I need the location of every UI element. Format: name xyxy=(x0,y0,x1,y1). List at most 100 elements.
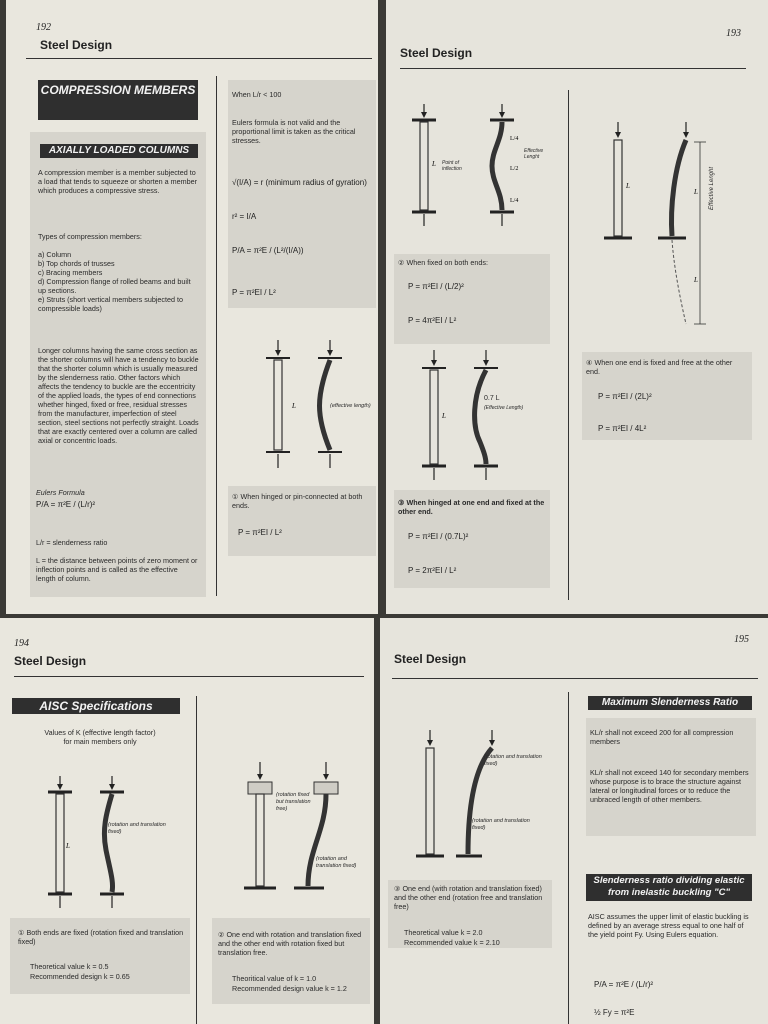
case-2-theory: Theoritical value of k = 1.0 xyxy=(232,974,317,983)
running-head: Steel Design xyxy=(14,654,87,668)
shaded-panel xyxy=(388,880,552,948)
page-number: 195 xyxy=(734,634,749,645)
gyration-formula: √(I/A) = r (minimum radius of gyration) xyxy=(232,178,367,187)
top-fixed-label: (rotation and translation fixed) xyxy=(484,754,542,767)
effective-length-vertical-label: Effective Lenght xyxy=(709,166,715,210)
types-list: a) Column b) Top chords of trusses c) Br… xyxy=(38,250,200,313)
case-1-design: Recommended design k = 0.65 xyxy=(30,972,130,981)
running-head: Steel Design xyxy=(400,46,473,60)
p-formula: P = π²EI / L² xyxy=(232,288,276,297)
aisc-paragraph: AISC assumes the upper limit of elastic … xyxy=(588,912,749,939)
effective-length-label: (effective length) xyxy=(330,403,371,409)
values-heading: Values of K (effective length factor) fo… xyxy=(44,728,156,746)
long-columns-paragraph: Longer columns having the same cross sec… xyxy=(38,346,199,445)
header-rule xyxy=(392,678,758,679)
shaded-panel xyxy=(212,918,370,1004)
case-4-formula-1: P = π²EI / (2L)² xyxy=(598,392,652,401)
page-number: 192 xyxy=(36,22,51,33)
case-3-formula-2: P = 2π²EI / L² xyxy=(408,566,457,575)
case-2-text: ② One end with rotation and translation … xyxy=(218,930,362,957)
euler-formula: P/A = π²E / (L/r)² xyxy=(36,500,96,509)
effective-length-label: Effective Lenght xyxy=(524,148,544,160)
section-banner: COMPRESSION MEMBERS xyxy=(38,80,198,120)
page-number: 194 xyxy=(14,638,29,649)
cantilever-column-figure: L L L xyxy=(604,122,706,325)
page-194: 194 Steel Design AISC Specifications Val… xyxy=(0,618,374,1024)
shaded-panel xyxy=(228,486,376,556)
case-2-formula-1: P = π²EI / (L/2)² xyxy=(408,282,464,291)
fixed-label: (rotation and translation fixed) xyxy=(108,822,166,835)
slenderness-definition: L/r = slenderness ratio xyxy=(36,538,108,547)
case-4-text: ④ When one end is fixed and free at the … xyxy=(586,358,733,376)
case-1-text: ① Both ends are fixed (rotation fixed an… xyxy=(18,928,184,946)
rotation-fixed-label: (rotation fixed but translation free) xyxy=(276,792,311,812)
svg-text:L: L xyxy=(291,402,296,410)
column-divider xyxy=(568,90,569,600)
r-squared-formula: r² = I/A xyxy=(232,212,257,221)
svg-text:L: L xyxy=(65,842,70,850)
page-195: 195 Steel Design (rotation and translati… xyxy=(380,618,768,1024)
shaded-panel xyxy=(394,254,550,344)
column-divider xyxy=(196,696,197,1024)
case-1-text: ① When hinged or pin-connected at both e… xyxy=(232,492,363,510)
svg-text:L: L xyxy=(693,276,698,284)
euler-label: Eulers Formula xyxy=(36,488,85,497)
list-item: c) Bracing members xyxy=(38,268,103,277)
running-head: Steel Design xyxy=(40,38,113,52)
shaded-panel xyxy=(586,718,756,836)
fixed-sway-column-figure xyxy=(244,762,339,890)
pa-formula: P/A = π²E / (L²/(I/A)) xyxy=(232,246,304,255)
page-number: 193 xyxy=(726,28,741,39)
fixed-fixed-column-figure: L xyxy=(48,776,124,908)
header-rule xyxy=(26,58,372,59)
column-divider xyxy=(568,692,569,1024)
running-head: Steel Design xyxy=(394,652,467,666)
rule-2-text: KL/r shall not exceed 140 for secondary … xyxy=(590,768,749,804)
intro-paragraph: A compression member is a member subject… xyxy=(38,168,198,195)
section-banner: AISC Specifications xyxy=(12,698,180,714)
l-definition: L = the distance between points of zero … xyxy=(36,556,198,583)
header-rule xyxy=(400,68,746,69)
euler-note: Eulers formula is not valid and the prop… xyxy=(232,118,356,145)
svg-text:L/4: L/4 xyxy=(510,198,518,204)
flagpole-column-figure xyxy=(416,730,495,858)
shaded-panel xyxy=(30,132,206,597)
shaded-panel xyxy=(582,352,752,440)
elastic-formula-2: ½ Fy = π²E xyxy=(594,1008,635,1017)
section-subbanner: AXIALLY LOADED COLUMNS xyxy=(40,144,198,158)
shaded-panel xyxy=(394,490,550,588)
page-192: 192 Steel Design COMPRESSION MEMBERS AXI… xyxy=(6,0,378,614)
header-rule xyxy=(14,676,364,677)
column-divider xyxy=(216,76,217,596)
when-condition: When L/r < 100 xyxy=(232,90,282,99)
case-2-design: Recommended design value k = 1.2 xyxy=(232,984,347,993)
effective-length-label: (Effective Length) xyxy=(484,405,524,411)
svg-text:L: L xyxy=(441,412,446,420)
shaded-panel xyxy=(228,80,376,308)
types-heading: Types of compression members: xyxy=(38,232,142,241)
case-3-theory: Theoretical value k = 2.0 xyxy=(404,928,483,937)
hinged-fixed-column-figure: L xyxy=(422,350,498,480)
case-1-theory: Theoretical value k = 0.5 xyxy=(30,962,109,971)
svg-text:L/2: L/2 xyxy=(510,166,518,172)
svg-text:L: L xyxy=(693,188,698,196)
rotation-translation-fixed-label: (rotation and translation fixed) xyxy=(316,856,357,869)
case-3-text: ③ One end (with rotation and translation… xyxy=(394,884,543,911)
case-2-text: ② When fixed on both ends: xyxy=(398,258,488,267)
case-2-formula-2: P = 4π²EI / L² xyxy=(408,316,457,325)
shaded-panel xyxy=(10,918,190,994)
list-item: e) Struts (short vertical members subjec… xyxy=(38,295,183,313)
bottom-fixed-label: (rotation and translation fixed) xyxy=(472,818,530,831)
case-3-formula-1: P = π²EI / (0.7L)² xyxy=(408,532,469,541)
svg-text:L: L xyxy=(625,182,630,190)
case-1-formula: P = π²EI / L² xyxy=(238,528,282,537)
case-4-formula-2: P = π²EI / 4L² xyxy=(598,424,647,433)
max-slenderness-banner: Maximum Slenderness Ratio xyxy=(588,696,752,710)
list-item: a) Column xyxy=(38,250,72,259)
case-3-design: Recommended value k = 2.10 xyxy=(404,938,500,947)
page-193: 193 Steel Design L L/4 L/2 L/4 Point of … xyxy=(386,0,768,614)
svg-text:L/4: L/4 xyxy=(510,136,518,142)
elastic-formula-1: P/A = π²E / (L/r)² xyxy=(594,980,654,989)
case-3-text: ③ When hinged at one end and fixed at th… xyxy=(398,498,545,516)
pinned-column-figure: L xyxy=(266,340,342,468)
